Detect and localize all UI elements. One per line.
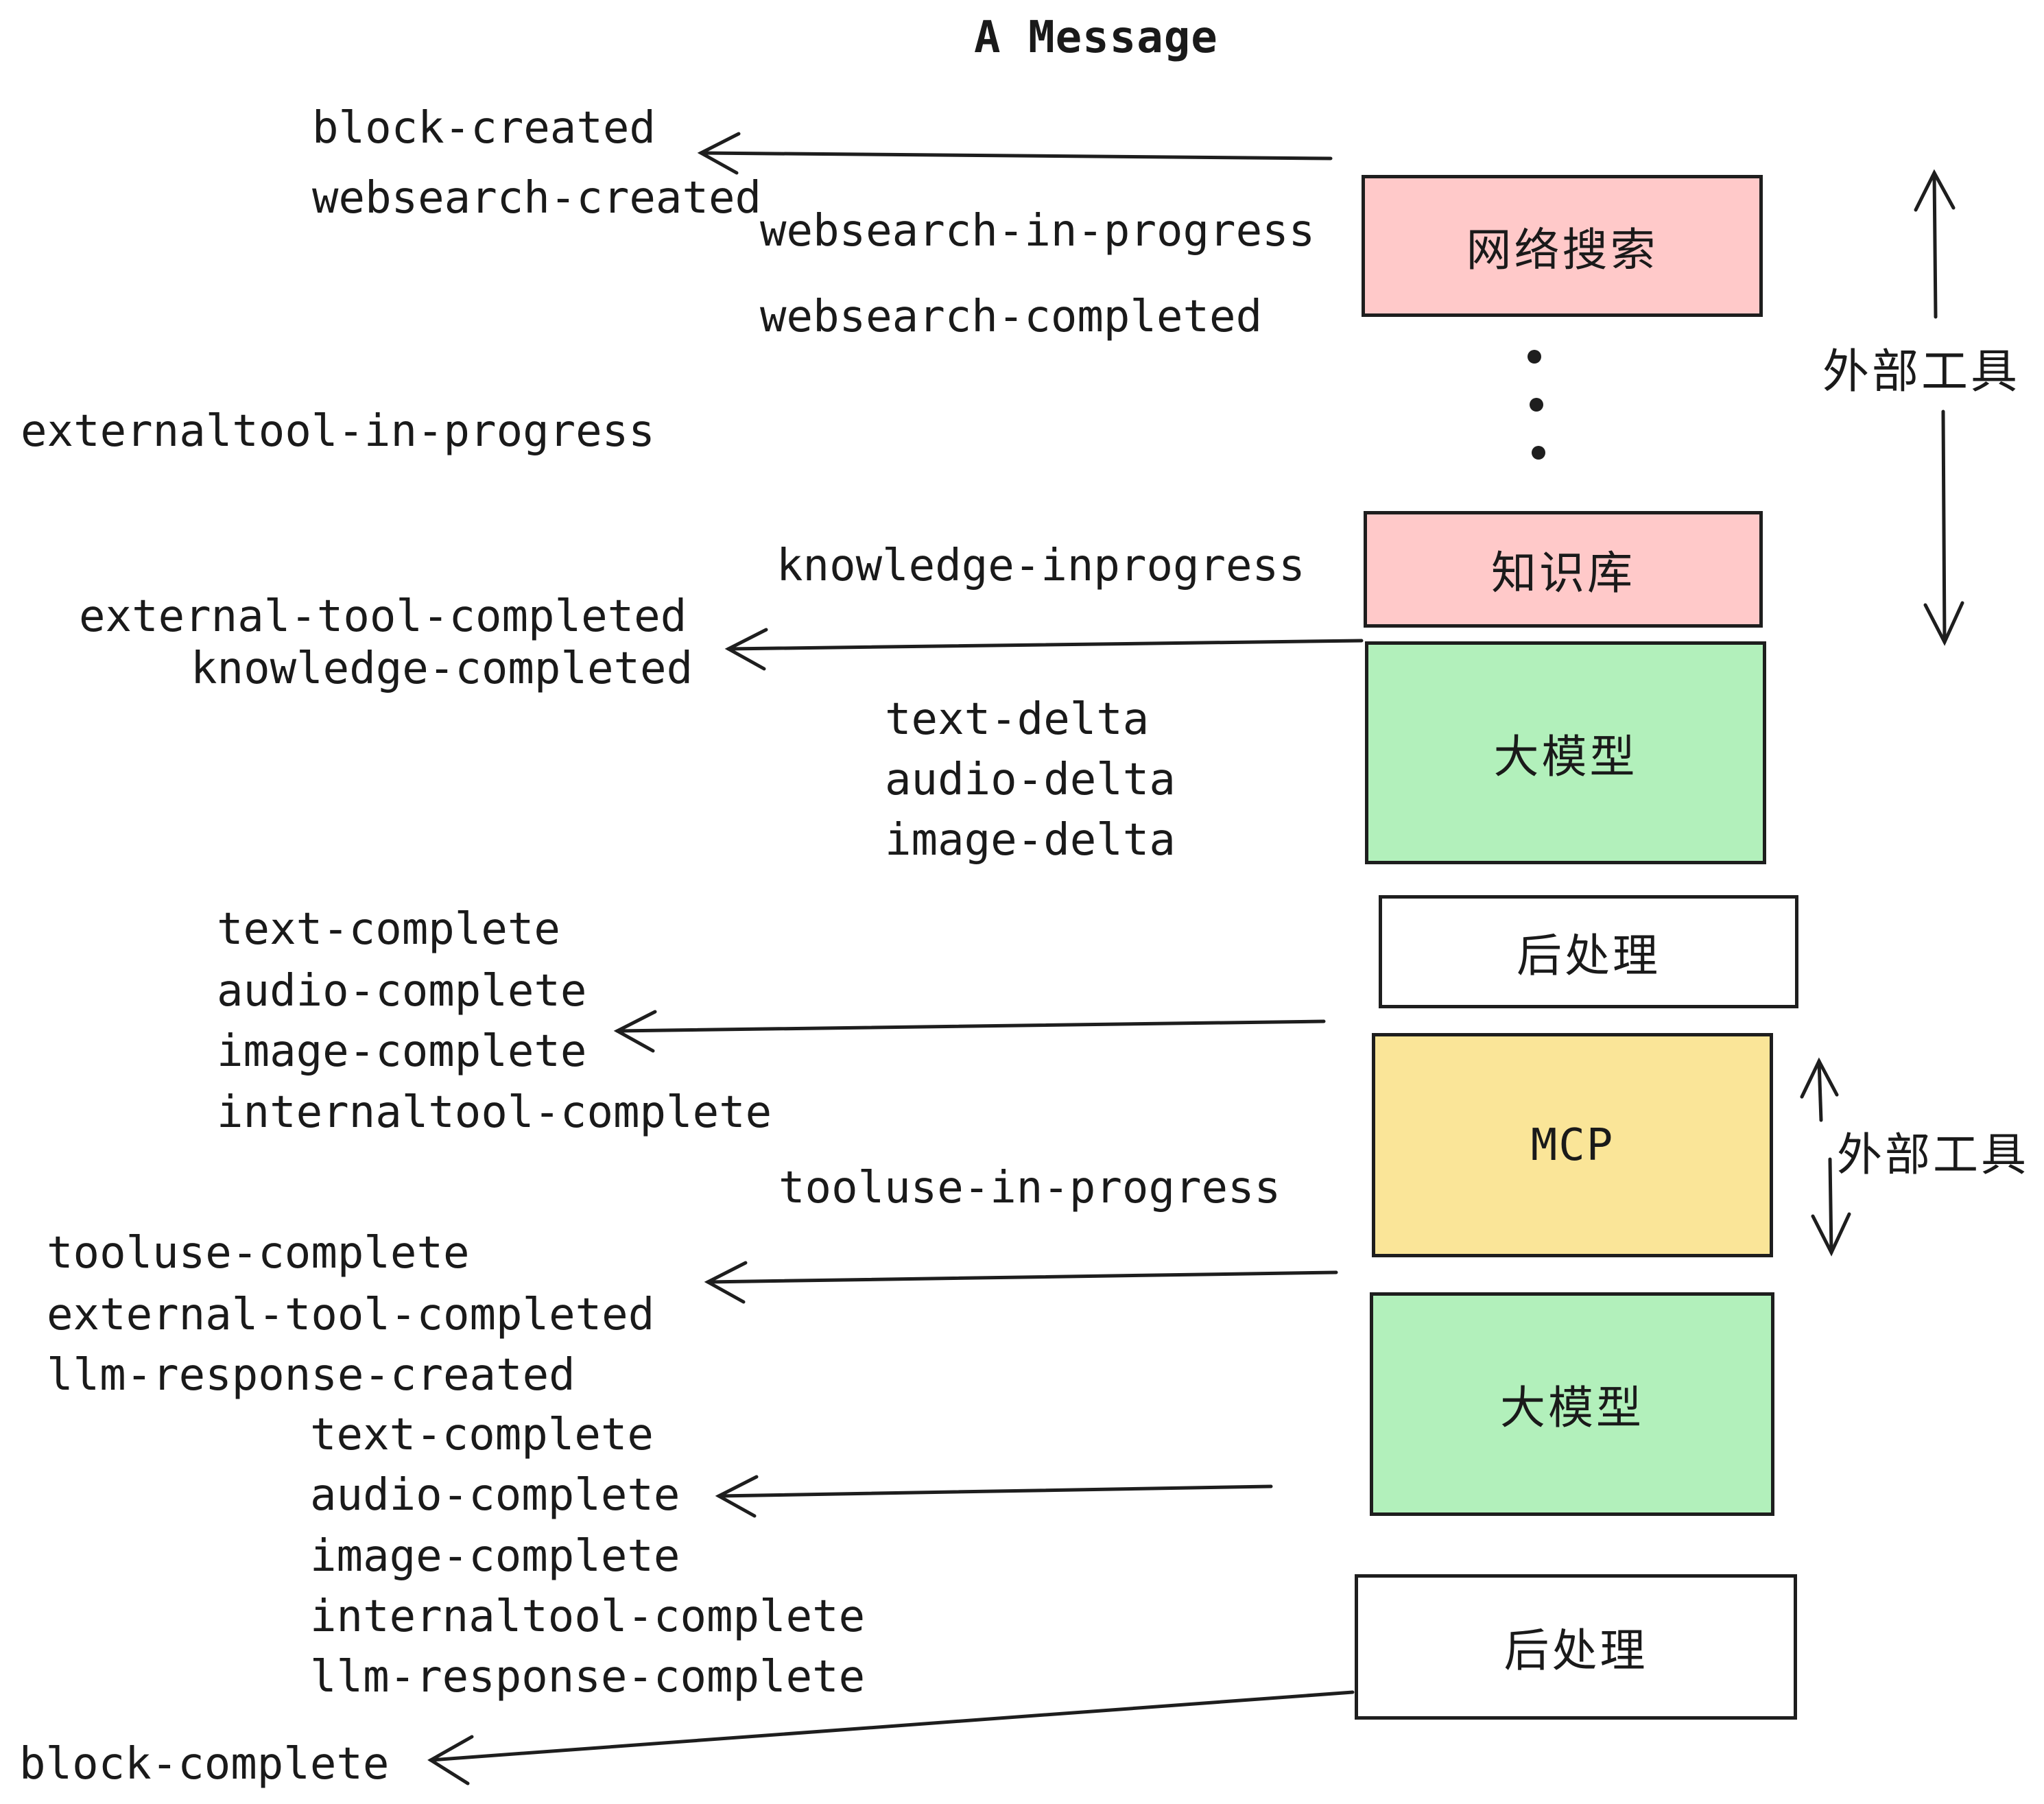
event-label-text-complete-2: text-complete: [310, 1410, 654, 1460]
event-label-external-tool-completed-1: external-tool-completed: [79, 591, 687, 642]
box-knowledge-label: 知识库: [1491, 547, 1635, 600]
event-label-image-complete-1: image-complete: [217, 1026, 587, 1077]
event-label-audio-delta-1: audio-delta: [885, 755, 1176, 805]
box-llm-1: 大模型: [1365, 641, 1766, 864]
event-label-internaltool-complete-1: internaltool-complete: [217, 1087, 772, 1138]
side-label-external-tools-1: 外部工具: [1822, 345, 2021, 399]
page-title: A Message: [974, 12, 1218, 63]
arrow-to-image-complete: [613, 1010, 1326, 1053]
event-label-knowledge-completed: knowledge-completed: [191, 643, 693, 694]
event-label-knowledge-inprogress: knowledge-inprogress: [776, 541, 1305, 591]
event-label-llm-response-created: llm-response-created: [47, 1350, 575, 1401]
event-label-text-complete-1: text-complete: [217, 904, 560, 955]
event-label-image-delta-1: image-delta: [885, 815, 1176, 866]
box-websearch: 网络搜索: [1362, 175, 1763, 317]
event-label-tooluse-complete: tooluse-complete: [47, 1228, 470, 1279]
event-label-audio-complete-2: audio-complete: [310, 1470, 680, 1521]
event-label-internaltool-complete-2: internaltool-complete: [310, 1591, 866, 1642]
arrow-to-block-complete: [427, 1690, 1355, 1785]
box-websearch-label: 网络搜索: [1466, 223, 1659, 276]
event-label-audio-complete-1: audio-complete: [217, 966, 587, 1017]
event-label-external-tool-completed-2: external-tool-completed: [47, 1290, 655, 1340]
arrow-to-audio-complete: [715, 1475, 1273, 1518]
event-label-text-delta-1: text-delta: [885, 694, 1150, 745]
arrow-to-tooluse-complete: [704, 1261, 1338, 1304]
arrow-to-knowledge-completed: [724, 628, 1364, 671]
event-label-block-created: block-created: [312, 103, 656, 154]
event-label-block-complete: block-complete: [19, 1739, 390, 1790]
event-label-tooluse-in-progress: tooluse-in-progress: [779, 1163, 1281, 1213]
box-postprocess-2: 后处理: [1355, 1574, 1797, 1720]
box-postprocess-2-label: 后处理: [1504, 1624, 1648, 1677]
event-label-externaltool-in-progress: externaltool-in-progress: [21, 406, 655, 457]
event-label-websearch-in-progress: websearch-in-progress: [760, 206, 1316, 257]
event-label-llm-response-complete: llm-response-complete: [310, 1652, 866, 1702]
box-llm-1-label: 大模型: [1493, 730, 1638, 783]
event-label-websearch-created: websearch-created: [312, 173, 762, 224]
box-mcp-label: MCP: [1530, 1119, 1615, 1171]
box-llm-2: 大模型: [1370, 1292, 1774, 1516]
box-llm-2-label: 大模型: [1500, 1381, 1644, 1434]
box-postprocess-1: 后处理: [1379, 895, 1798, 1008]
side-label-external-tools-2: 外部工具: [1837, 1128, 2029, 1181]
event-label-websearch-completed: websearch-completed: [760, 292, 1263, 342]
event-label-image-complete-2: image-complete: [310, 1531, 680, 1582]
box-postprocess-1-label: 后处理: [1517, 929, 1661, 982]
box-knowledge: 知识库: [1364, 511, 1763, 628]
arrow-to-block-created: [697, 132, 1333, 175]
ellipsis-dots: [1528, 350, 1545, 460]
external-tools-range-arrow-1: [1914, 169, 1964, 646]
box-mcp: MCP: [1372, 1033, 1773, 1257]
